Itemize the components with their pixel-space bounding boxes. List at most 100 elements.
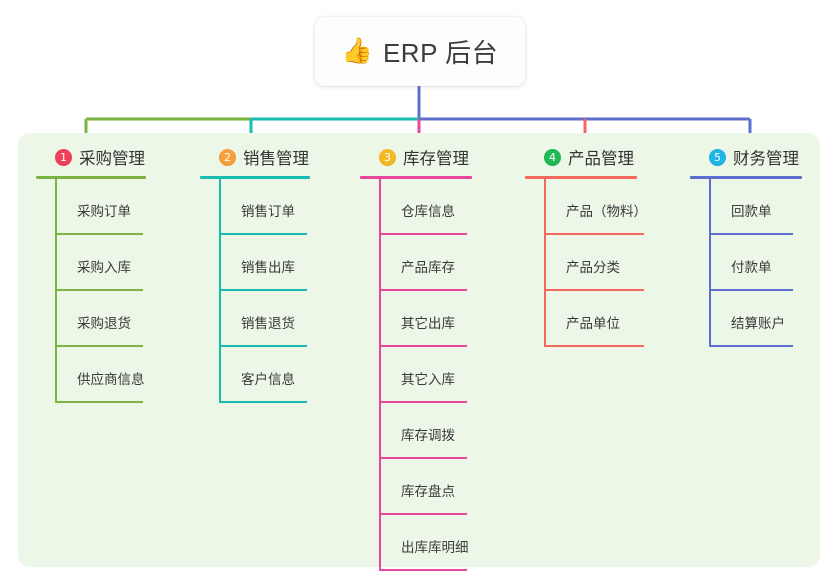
leaf-item[interactable]: 采购退货: [55, 291, 196, 347]
leaf-label: 采购入库: [77, 260, 131, 275]
leaf-rule: [379, 457, 467, 459]
leaf-item[interactable]: 出库库明细: [379, 515, 525, 571]
leaf-spine: [219, 291, 221, 347]
leaf-spine: [709, 235, 711, 291]
leaf-label: 库存盘点: [401, 484, 455, 499]
leaf-item[interactable]: 结算账户: [709, 291, 839, 347]
leaf-item[interactable]: 供应商信息: [55, 347, 196, 403]
leaf-rule: [379, 345, 467, 347]
leaf-label: 结算账户: [731, 316, 785, 331]
leaf-item[interactable]: 采购入库: [55, 235, 196, 291]
leaf-label: 供应商信息: [77, 372, 145, 387]
branch-title-4: 产品管理: [568, 150, 634, 168]
leaf-label: 产品库存: [401, 260, 455, 275]
leaf-label: 产品单位: [566, 316, 620, 331]
branch-title-3: 库存管理: [403, 150, 469, 168]
branch-column-4: 4 产品管理产品（物料） 产品分类产品单位: [525, 144, 690, 347]
branch-header-rule-2: [200, 176, 310, 179]
branch-header-5[interactable]: 5 财务管理: [690, 144, 839, 170]
leaf-item[interactable]: 库存盘点: [379, 459, 525, 515]
leaf-item[interactable]: 采购订单: [55, 179, 196, 235]
leaf-label: 销售出库: [241, 260, 295, 275]
leaf-label: 出库库明细: [401, 540, 469, 555]
leaf-rule: [379, 289, 467, 291]
branch-title-1: 采购管理: [79, 150, 145, 168]
leaf-rule: [544, 289, 644, 291]
branch-title-5: 财务管理: [733, 150, 799, 168]
leaf-spine: [544, 179, 546, 235]
leaf-rule: [219, 345, 307, 347]
leaf-spine: [379, 235, 381, 291]
leaf-item[interactable]: 销售出库: [219, 235, 360, 291]
branch-badge-3: 3: [379, 148, 396, 166]
leaf-label: 采购退货: [77, 316, 131, 331]
root-node-title: ERP 后台: [382, 38, 499, 68]
branch-badge-5: 5: [709, 148, 726, 166]
leaf-label: 产品分类: [566, 260, 620, 275]
leaf-item[interactable]: 产品（物料）: [544, 179, 690, 235]
branch-leaf-list-1: 采购订单采购入库采购退货供应商信息: [55, 179, 196, 403]
leaf-spine: [55, 291, 57, 347]
leaf-label: 其它出库: [401, 316, 455, 331]
leaf-label: 付款单: [731, 260, 772, 275]
leaf-item[interactable]: 销售退货: [219, 291, 360, 347]
branches-panel: [18, 133, 820, 567]
branch-column-5: 5 财务管理回款单付款单结算账户: [690, 144, 839, 347]
leaf-rule: [55, 345, 143, 347]
branch-leaf-list-2: 销售订单销售出库销售退货客户信息: [219, 179, 360, 403]
leaf-spine: [709, 179, 711, 235]
root-node[interactable]: 👍 ERP 后台: [315, 17, 525, 86]
leaf-spine: [379, 291, 381, 347]
leaf-item[interactable]: 销售订单: [219, 179, 360, 235]
branch-header-rule-3: [360, 176, 472, 179]
leaf-item[interactable]: 仓库信息: [379, 179, 525, 235]
branch-badge-2: 2: [219, 148, 236, 166]
leaf-item[interactable]: 库存调拨: [379, 403, 525, 459]
leaf-rule: [55, 289, 143, 291]
leaf-label: 库存调拨: [401, 428, 455, 443]
leaf-rule: [379, 513, 467, 515]
leaf-rule: [709, 233, 793, 235]
leaf-spine: [544, 235, 546, 291]
leaf-item[interactable]: 其它出库: [379, 291, 525, 347]
leaf-spine: [55, 347, 57, 403]
branch-leaf-list-5: 回款单付款单结算账户: [709, 179, 839, 347]
leaf-spine: [379, 403, 381, 459]
branch-header-rule-1: [36, 176, 146, 179]
leaf-label: 客户信息: [241, 372, 295, 387]
leaf-rule: [379, 233, 467, 235]
leaf-rule: [544, 233, 644, 235]
leaf-item[interactable]: 产品分类: [544, 235, 690, 291]
branch-header-4[interactable]: 4 产品管理: [525, 144, 690, 170]
leaf-spine: [709, 291, 711, 347]
leaf-spine: [219, 179, 221, 235]
branch-header-3[interactable]: 3 库存管理: [360, 144, 525, 170]
leaf-rule: [379, 401, 467, 403]
leaf-label: 采购订单: [77, 204, 131, 219]
leaf-item[interactable]: 产品库存: [379, 235, 525, 291]
branch-badge-4: 4: [544, 148, 561, 166]
leaf-rule: [55, 233, 143, 235]
leaf-spine: [55, 235, 57, 291]
leaf-item[interactable]: 付款单: [709, 235, 839, 291]
leaf-spine: [219, 235, 221, 291]
leaf-spine: [379, 179, 381, 235]
leaf-item[interactable]: 产品单位: [544, 291, 690, 347]
leaf-rule: [219, 289, 307, 291]
leaf-spine: [379, 347, 381, 403]
leaf-label: 产品（物料）: [566, 204, 647, 219]
thumbs-up-icon: 👍: [341, 37, 373, 65]
leaf-rule: [55, 401, 143, 403]
leaf-spine: [379, 515, 381, 571]
leaf-item[interactable]: 回款单: [709, 179, 839, 235]
leaf-item[interactable]: 其它入库: [379, 347, 525, 403]
leaf-spine: [544, 291, 546, 347]
leaf-item[interactable]: 客户信息: [219, 347, 360, 403]
branch-header-rule-4: [525, 176, 637, 179]
branch-leaf-list-4: 产品（物料） 产品分类产品单位: [544, 179, 690, 347]
